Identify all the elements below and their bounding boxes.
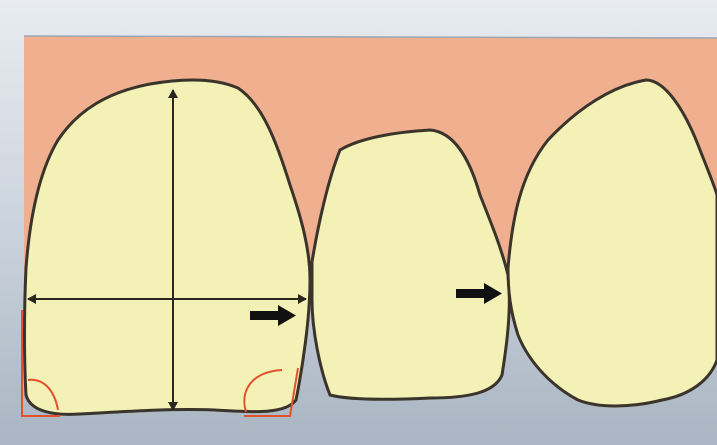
tooth-central-incisor xyxy=(25,80,311,414)
